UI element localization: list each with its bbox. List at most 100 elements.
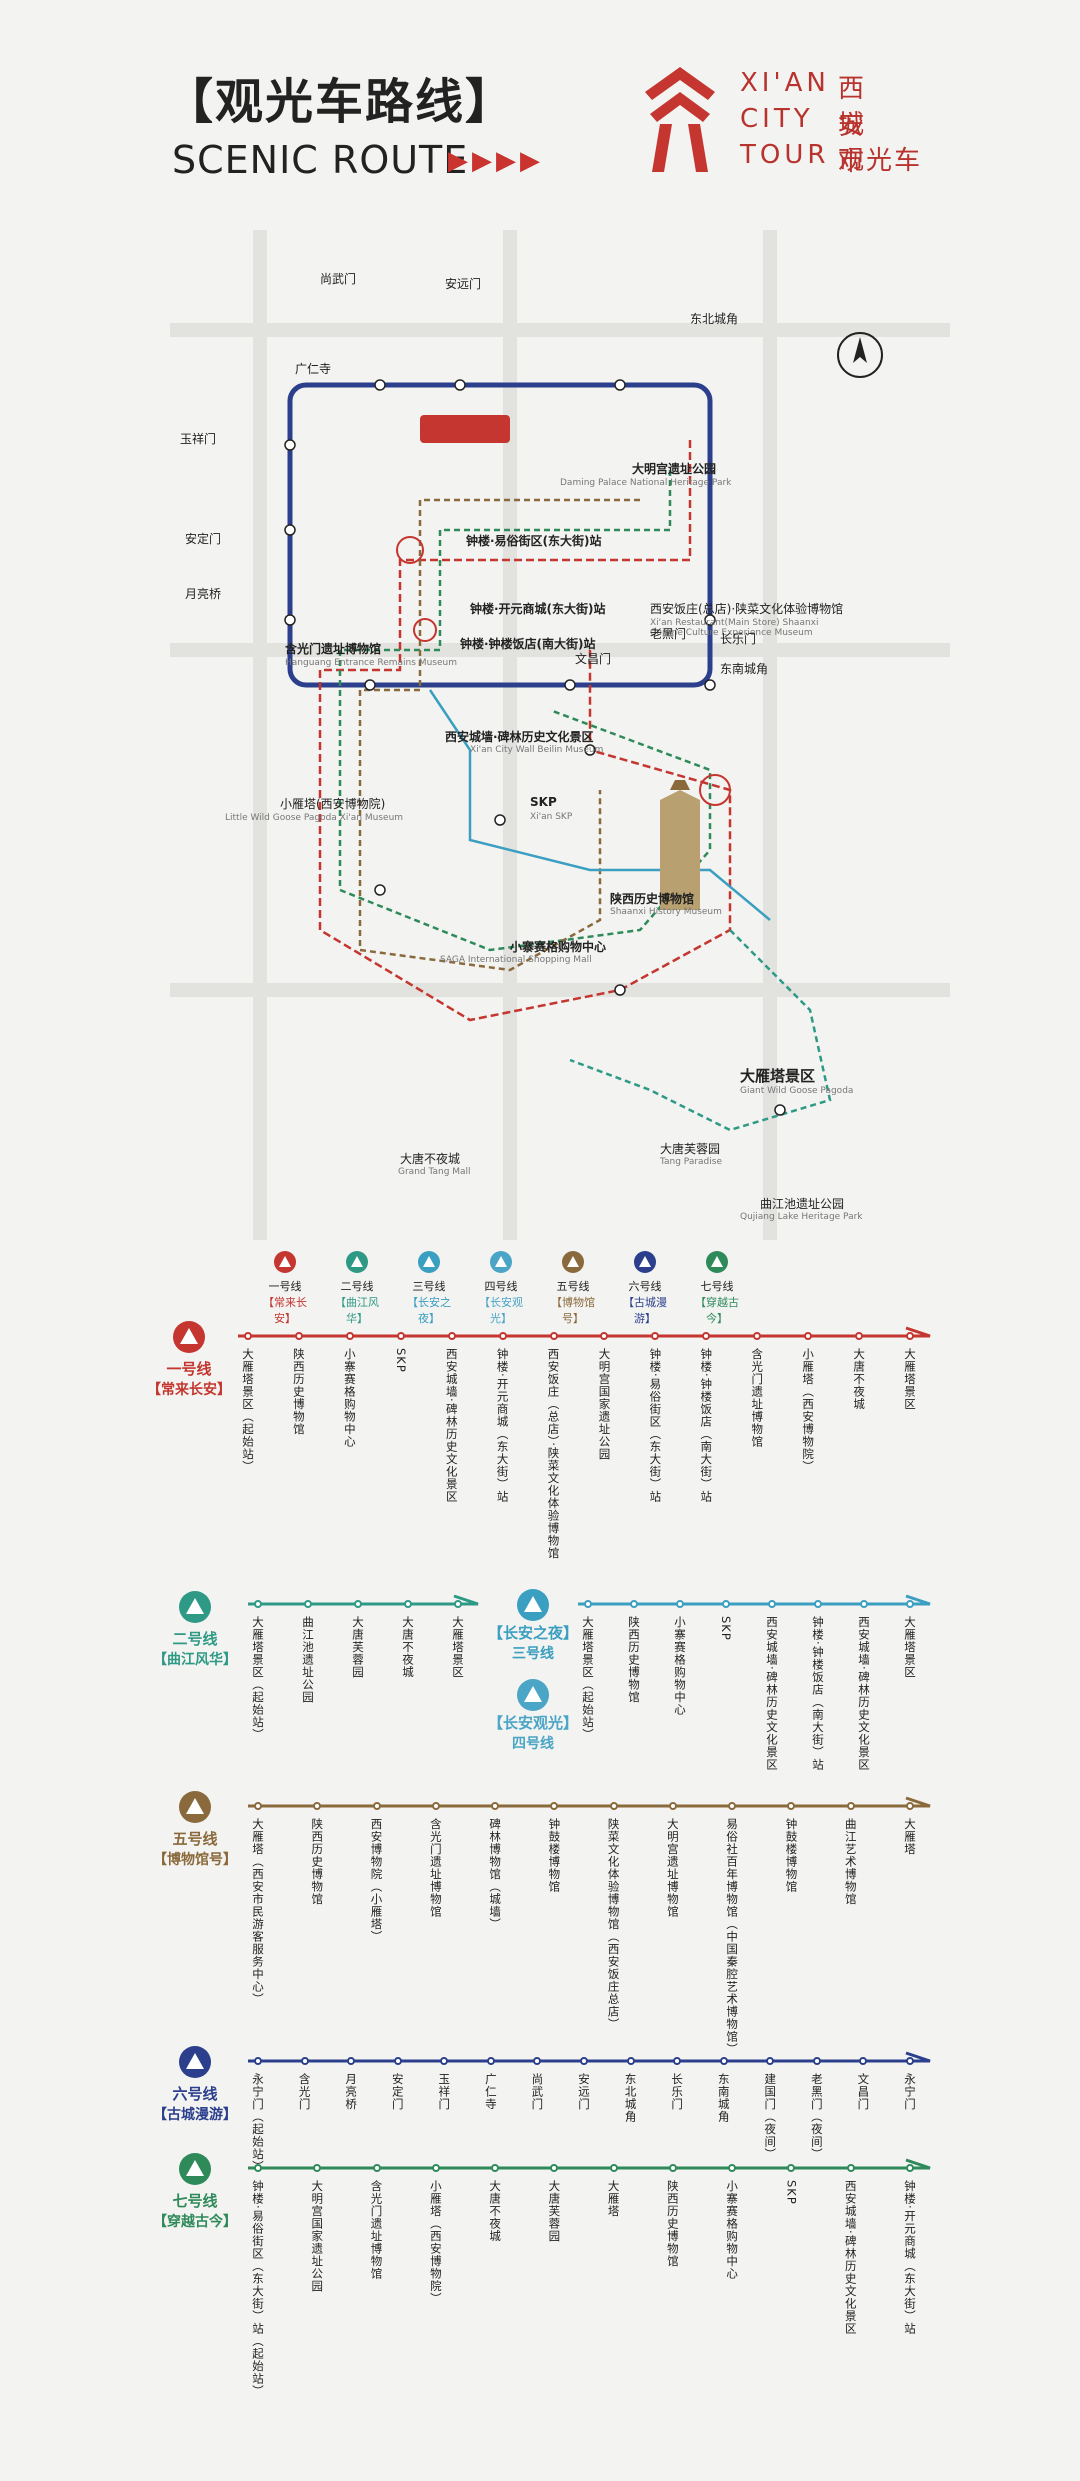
line3-badge-icon [517,1589,549,1621]
map-label-dongnanchengjiao: 东南城角 [720,662,769,676]
map-label-daming-palace-en: Daming Palace National Heritage Park [560,478,732,488]
map-label-yuxiangmen: 玉祥门 [180,432,217,446]
route-map-lines [170,230,950,1240]
line2-path [569,929,832,1132]
line6-stop: 东北城角 [623,2073,638,2123]
line7-stop: 小寨赛格购物中心 [725,2180,740,2280]
line34-line [578,1594,931,1606]
line34-stop: SKP [719,1616,733,1641]
map-label-yueliangqiao: 月亮桥 [185,587,222,601]
line2-stop-dot [454,1600,462,1608]
line6-badge-icon [179,2046,211,2078]
line7-badge-icon [179,2153,211,2185]
line1-stop-dot [345,1332,354,1340]
line5-stop: 含光门遗址博物馆 [428,1818,443,1918]
line1-stop-dot [855,1332,864,1340]
line1-stop: 西安饭庄（总店）·陕菜文化体验博物馆 [546,1348,561,1560]
line6-stop-dot [766,2057,775,2065]
line7-stop-dot [254,2164,262,2172]
line34-stop-dot [722,1600,730,1608]
line2-stop-dot [404,1600,412,1608]
line1-stop-dot [447,1332,456,1340]
line5-stop: 陕西历史博物馆 [310,1818,325,1906]
map-label-hanguang-gate-en: Hanguang Entrance Remains Museum [285,658,457,668]
line34-stop: 西安城墙·碑林历史文化景区 [857,1616,871,1771]
arrow-decoration: ▶▶▶▶ [448,146,544,176]
line5-stop: 西安博物院（小雁塔） [369,1818,384,1943]
line6-stop-dot [626,2057,635,2065]
logo-text-en-2: CITY [740,104,814,134]
line1-stop-dot [396,1332,405,1340]
line7-stop: 含光门遗址博物馆 [369,2180,384,2280]
line1-stop: 大雁塔景区（起始站） [241,1348,255,1473]
line2-stop: 大雁塔景区（起始站） [251,1616,265,1741]
line1-badge-icon [274,1251,296,1273]
line7-title: 七号线【穿越古今】 [153,2192,237,2230]
map-label-guangrensi: 广仁寺 [295,362,332,376]
line2-stop: 大雁塔景区 [451,1616,465,1679]
line1-stop-dot [294,1332,303,1340]
line1-stop: 小雁塔（西安博物院） [801,1348,816,1473]
line6-stop-dot [719,2057,728,2065]
line34-stop-dot [814,1600,822,1608]
line6-stop-dot [673,2057,682,2065]
line7-stop: 小雁塔（西安博物院） [428,2180,443,2305]
line6-badge-icon [634,1251,656,1273]
line7-stop-dot [668,2164,677,2172]
map-label-little-goose-en: Little Wild Goose Pagoda Xi'an Museum [225,813,404,823]
map-label-dongbeichengjiao: 东北城角 [690,312,739,326]
line2-stop-dot [304,1600,312,1608]
line5-stop: 钟鼓楼博物馆 [547,1818,562,1893]
line2-title: 二号线【曲江风华】 [153,1630,237,1668]
map-label-tang-paradise-en: Tang Paradise [660,1157,722,1167]
line6-stop-dot [533,2057,542,2065]
line1-stop: 大雁塔景区 [903,1348,917,1411]
line7-badge-icon [706,1251,728,1273]
line7-stop-dot [491,2164,500,2172]
line34-stop: 西安城墙·碑林历史文化景区 [765,1616,779,1771]
line34-stop-dot [906,1600,914,1608]
map-label-bell-tower-yisu: 钟楼·易俗街区(东大街)站 [466,534,602,548]
line7-stop: 大明宫国家遗址公园 [310,2180,325,2293]
route-map: 尚武门 安远门 东北城角 大明宫遗址公园 Daming Palace Natio… [170,230,950,1240]
map-label-skp-en: Xi'an SKP [530,812,573,822]
line1-stop: SKP [393,1348,408,1373]
line5-stop: 陕菜文化体验博物馆（西安饭庄总店） [606,1818,621,2031]
line34-stop: 大雁塔景区 [903,1616,917,1679]
line1-stop: 西安城墙·碑林历史文化景区 [444,1348,459,1503]
line6-stop-dot [812,2057,821,2065]
line5-stop-dot [313,1802,322,1810]
line1-stop-dot [244,1332,252,1340]
line34-path [428,689,771,921]
logo-mark-icon [645,67,715,172]
line5-line [248,1796,931,1808]
line6-stop: 含光门 [297,2073,312,2111]
line6-stop: 建国门（夜间） [763,2073,778,2161]
line2-stop-dot [354,1600,362,1608]
line5-stop: 大雁塔（西安市民游客服务中心） [251,1818,265,2006]
logo-text-cn-2: 城 市 [838,110,887,177]
line34-stop-dot [768,1600,776,1608]
line7-stop-dot [787,2164,796,2172]
map-label-changlemen: 长乐门 [720,632,757,646]
line1-stop: 小寨赛格购物中心 [342,1348,357,1448]
logo-text-cn-3: 观光车 [838,146,923,176]
line1-stop-dot [651,1332,660,1340]
line-legend: 一号线【常来长安】 二号线【曲江风华】 三号线【长安之夜】 四号线【长安观光】 … [255,1250,775,1325]
map-label-laoheimen: 老黑门 [650,627,687,641]
line34-stop-dot [676,1600,684,1608]
line1-stop-dot [753,1332,762,1340]
line6-stop: 老黑门（夜间） [809,2073,824,2161]
line5-stop-dot [906,1802,914,1810]
line6-stop-dot [300,2057,309,2065]
map-label-shaanxi-history-en: Shaanxi History Museum [610,907,722,917]
line34-stop: 钟楼·钟楼饭店（南大街）站 [811,1616,825,1771]
legend-line2: 二号线【曲江风华】 [327,1250,387,1326]
line6-stop: 安远门 [577,2073,591,2111]
map-label-daming-palace: 大明宫遗址公园 [632,462,717,476]
map-label-saga-mall-en: SAGA International Shopping Mall [440,955,592,965]
map-label-qujiang-lake: 曲江池遗址公园 [760,1197,845,1211]
line2-stop-dot [254,1600,262,1608]
line6-stop-dot [347,2057,356,2065]
map-label-anding: 安定门 [185,532,222,546]
